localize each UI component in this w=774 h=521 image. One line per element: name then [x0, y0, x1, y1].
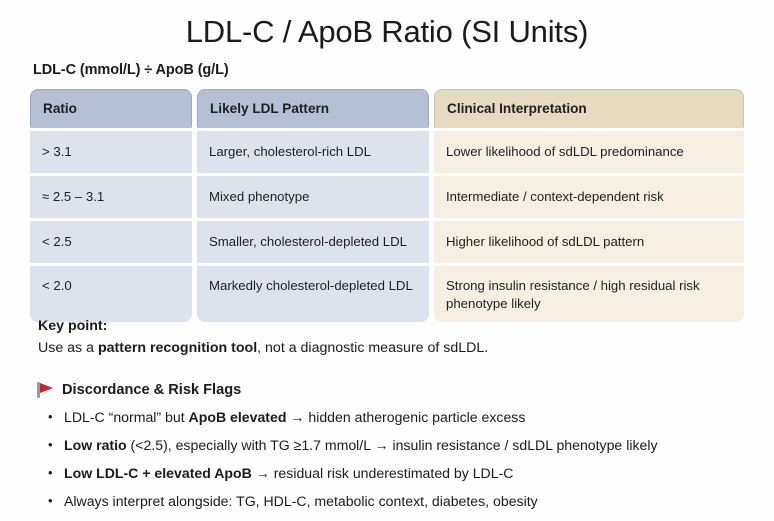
list-item: • Low LDL-C + elevated ApoB → residual r…	[48, 465, 760, 482]
formula-subtitle: LDL-C (mmol/L) ÷ ApoB (g/L)	[33, 62, 229, 78]
page-title: LDL-C / ApoB Ratio (SI Units)	[185, 14, 589, 49]
cell-interpretation: Higher likelihood of sdLDL pattern	[434, 221, 744, 263]
cell-interpretation: Intermediate / context-dependent risk	[434, 176, 744, 218]
list-item-bold: Low ratio	[64, 436, 127, 453]
list-item-pre: Always interpret alongside: TG, HDL-C, m…	[64, 492, 538, 509]
discordance-heading-label: Discordance & Risk Flags	[62, 382, 242, 398]
cell-pattern: Markedly cholesterol-depleted LDL	[197, 266, 429, 322]
cell-ratio: < 2.5	[30, 221, 192, 263]
table-row: ≈ 2.5 – 3.1 Mixed phenotype Intermediate…	[30, 176, 744, 218]
table-row: > 3.1 Larger, cholesterol-rich LDL Lower…	[30, 131, 744, 173]
discordance-heading: Discordance & Risk Flags	[36, 381, 241, 399]
cell-interpretation: Strong insulin resistance / high residua…	[434, 266, 744, 322]
list-item-text: Low ratio (<2.5), especially with TG ≥1.…	[64, 437, 658, 454]
key-point-text: Use as a pattern recognition tool, not a…	[38, 340, 488, 356]
key-point-text-after: , not a diagnostic measure of sdLDL.	[257, 340, 489, 356]
cell-pattern: Mixed phenotype	[197, 176, 429, 218]
bullet-dot-icon: •	[48, 464, 53, 480]
list-item-post: → hidden atherogenic particle excess	[286, 409, 526, 425]
list-item: • Always interpret alongside: TG, HDL-C,…	[48, 493, 760, 510]
red-flag-icon	[36, 381, 54, 399]
column-header-interpretation: Clinical Interpretation	[434, 89, 744, 128]
key-point-text-bold: pattern recognition tool	[97, 340, 258, 356]
list-item-text: Low LDL-C + elevated ApoB → residual ris…	[64, 465, 513, 482]
list-item-bold: Low LDL-C + elevated ApoB	[64, 464, 252, 481]
bullet-dot-icon: •	[48, 436, 53, 452]
cell-interpretation: Lower likelihood of sdLDL predominance	[434, 131, 744, 173]
bullet-dot-icon: •	[48, 492, 53, 508]
list-item-post: (<2.5), especially with TG ≥1.7 mmol/L →…	[126, 436, 658, 453]
key-point-text-before: Use as a	[38, 340, 98, 356]
list-item-text: Always interpret alongside: TG, HDL-C, m…	[64, 493, 538, 510]
table-row: < 2.0 Markedly cholesterol-depleted LDL …	[30, 266, 744, 322]
cell-pattern: Smaller, cholesterol-depleted LDL	[197, 221, 429, 263]
column-header-pattern: Likely LDL Pattern	[197, 89, 429, 128]
bullet-dot-icon: •	[48, 409, 53, 424]
list-item-bold: ApoB elevated	[188, 409, 287, 425]
list-item-text: LDL-C “normal” but ApoB elevated → hidde…	[64, 409, 525, 426]
cell-ratio: ≈ 2.5 – 3.1	[30, 176, 192, 218]
cell-ratio: < 2.0	[30, 266, 192, 322]
list-item: • Low ratio (<2.5), especially with TG ≥…	[48, 437, 760, 454]
list-item-pre: LDL-C “normal” but	[64, 409, 189, 425]
cell-pattern: Larger, cholesterol-rich LDL	[197, 131, 429, 173]
risk-flag-list: • LDL-C “normal” but ApoB elevated → hid…	[48, 409, 760, 521]
key-point-label: Key point:	[38, 318, 108, 334]
table-header-row: Ratio Likely LDL Pattern Clinical Interp…	[30, 89, 744, 128]
list-item-post: → residual risk underestimated by LDL-C	[251, 464, 514, 481]
table-row: < 2.5 Smaller, cholesterol-depleted LDL …	[30, 221, 744, 263]
column-header-ratio: Ratio	[30, 89, 192, 128]
ratio-table: Ratio Likely LDL Pattern Clinical Interp…	[30, 89, 744, 325]
list-item: • LDL-C “normal” but ApoB elevated → hid…	[48, 409, 760, 426]
cell-ratio: > 3.1	[30, 131, 192, 173]
